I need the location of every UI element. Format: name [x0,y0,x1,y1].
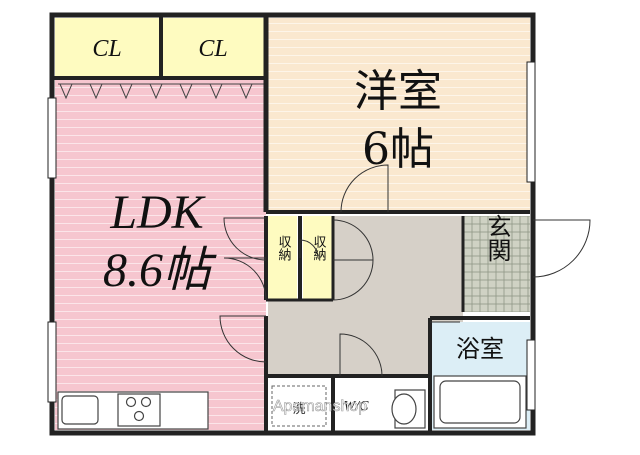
bath-label: 浴室 [456,335,504,363]
toilet-label: W/C [344,399,370,414]
door-ldk-upper [223,217,267,261]
window-left-lower [47,321,57,403]
ldk-room-name: LDK [109,186,206,239]
door-western [340,164,389,213]
door-toilet [339,333,383,377]
window-left-upper [47,97,57,179]
watermark: Apamanshop [273,398,367,415]
door-storage-left [299,239,319,259]
laundry-space [268,380,330,430]
closet-left-label: CL [92,36,121,62]
closet-left [55,18,159,78]
closet-right [163,18,266,78]
western-room-name: 洋室 [354,66,442,117]
storage-left [268,216,297,300]
door-ldk-lower [219,315,267,363]
storage-left-label: 収納 [276,235,292,262]
laundry-pan [271,385,327,427]
bathtub [433,375,527,429]
window-right [526,61,536,183]
hallway-lower [268,300,430,376]
kitchen-counter [57,391,209,430]
western-room-size: 6帖 [362,124,434,175]
closet-right-label: CL [198,36,227,62]
ldk-room-size: 8.6帖 [103,244,217,297]
outer-wall [49,12,536,436]
entrance-label: 玄関 [483,214,511,262]
toilet-fixture [391,389,426,429]
storage-right-label: 収納 [311,235,327,262]
laundry-label: 洗 [292,402,305,417]
door-storage-right [332,219,374,261]
window-right-lower [526,339,536,411]
door-entrance [532,219,591,278]
